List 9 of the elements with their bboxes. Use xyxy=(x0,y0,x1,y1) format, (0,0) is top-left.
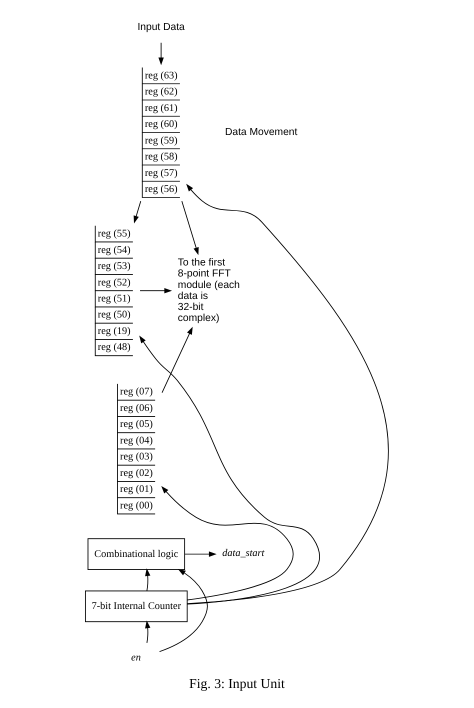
node-text: Input Data xyxy=(137,22,185,33)
node-text: reg (55) reg (54) reg (53) reg (52) reg (51) reg (50) reg (19) reg (48) xyxy=(98,228,131,354)
node-text: data_start xyxy=(222,548,264,559)
node-text: reg (63) reg (62) reg (61) reg (60) reg (59) reg (58) reg (57) reg (56) xyxy=(144,70,178,196)
label: Data Movement xyxy=(224,127,298,138)
node-text: reg (07) reg (06) reg (05) reg (04) reg (03) reg (02) reg (01) reg (00) xyxy=(120,386,153,512)
node-text: To the first 8-point FFT module (each data is 32-bit complex) xyxy=(178,258,240,324)
node-text: en xyxy=(131,652,141,664)
caption: Fig. 3: Input Unit xyxy=(189,676,285,692)
